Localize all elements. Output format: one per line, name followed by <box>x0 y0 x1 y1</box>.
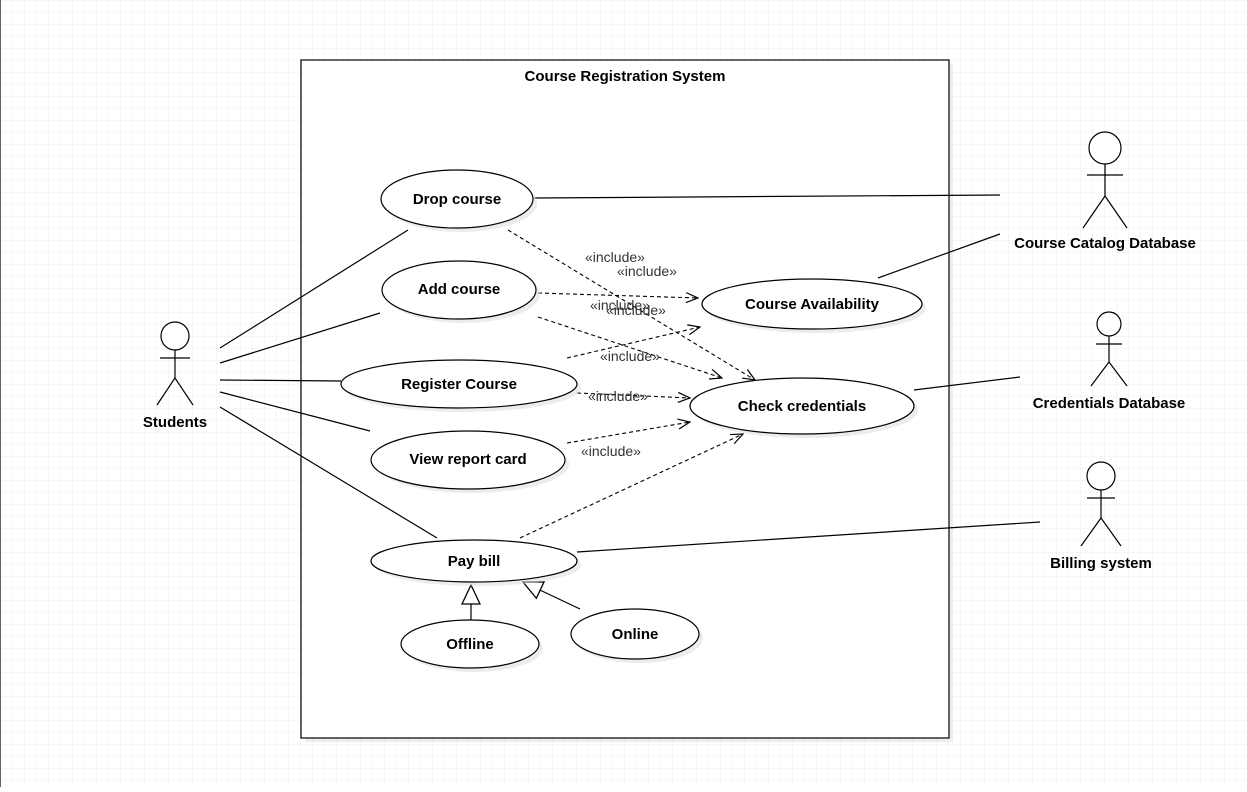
use-case-course-availability[interactable]: Course Availability <box>701 278 926 333</box>
external-associations <box>533 194 1041 553</box>
include-label: «include» <box>617 263 677 279</box>
assoc-credentials-credentials-db[interactable] <box>913 376 1021 391</box>
actor-leg <box>1080 517 1102 547</box>
include-label: «include» <box>588 388 648 404</box>
use-case-add-course[interactable]: Add course <box>381 260 540 323</box>
include-add-to-credentials[interactable] <box>537 316 722 378</box>
actor-head <box>1096 311 1122 337</box>
use-case-offline[interactable]: Offline <box>400 619 543 672</box>
use-case-label: Check credentials <box>738 398 866 415</box>
assoc-availability-catalog-db[interactable] <box>877 233 1001 279</box>
use-case-check-credentials[interactable]: Check credentials <box>689 377 918 438</box>
include-register-to-availability[interactable] <box>566 327 700 359</box>
include-label: «include» <box>581 443 641 459</box>
include-label: «include» <box>585 249 645 265</box>
actor-leg <box>156 377 176 406</box>
use-case-view-report-card[interactable]: View report card <box>370 430 569 493</box>
use-case-label: Pay bill <box>448 553 501 570</box>
include-labels: «include» «include» «include» «include» … <box>581 249 677 459</box>
actor-head <box>1086 461 1116 491</box>
include-dependencies <box>507 229 755 539</box>
include-drop-to-credentials[interactable] <box>507 229 755 380</box>
use-case-online[interactable]: Online <box>570 608 703 663</box>
system-title: Course Registration System <box>525 68 726 85</box>
assoc-students-view-report-card[interactable] <box>219 391 371 432</box>
actor-head <box>1088 131 1122 165</box>
assoc-pay-bill-billing-system[interactable] <box>576 521 1041 553</box>
include-label: «include» <box>590 297 650 313</box>
use-case-label: Offline <box>446 636 494 653</box>
use-case-label: Online <box>612 626 659 643</box>
student-associations <box>219 229 438 539</box>
actor-students[interactable] <box>156 321 194 406</box>
assoc-students-pay-bill[interactable] <box>219 406 438 539</box>
actor-credentials-database[interactable] <box>1090 311 1128 387</box>
actor-label-course-catalog-database: Course Catalog Database <box>1014 235 1196 252</box>
include-paybill-to-credentials[interactable] <box>519 434 743 539</box>
use-case-label: Add course <box>418 281 501 298</box>
actor-leg <box>1108 361 1128 387</box>
use-case-label: Register Course <box>401 376 517 393</box>
actor-leg <box>1082 195 1106 229</box>
actor-leg <box>1104 195 1128 229</box>
generalizations <box>471 582 581 620</box>
actor-label-students: Students <box>143 414 207 431</box>
use-case-label: Course Availability <box>745 296 880 313</box>
actor-head <box>160 321 190 351</box>
actor-leg <box>1090 361 1110 387</box>
include-label: «include» <box>606 302 666 318</box>
assoc-students-register-course[interactable] <box>219 379 342 382</box>
actor-course-catalog-database[interactable] <box>1082 131 1128 229</box>
use-case-pay-bill[interactable]: Pay bill <box>370 539 581 586</box>
actor-leg <box>174 377 194 406</box>
assoc-students-drop-course[interactable] <box>219 229 409 349</box>
use-case-register-course[interactable]: Register Course <box>340 359 581 412</box>
assoc-drop-course-catalog-db[interactable] <box>533 194 1001 199</box>
actor-label-credentials-database: Credentials Database <box>1033 395 1186 412</box>
actor-billing-system[interactable] <box>1080 461 1122 547</box>
use-case-drop-course[interactable]: Drop course <box>380 169 537 232</box>
include-label: «include» <box>600 348 660 364</box>
use-case-label: View report card <box>409 451 526 468</box>
actor-label-billing-system: Billing system <box>1050 555 1152 572</box>
include-register-to-credentials[interactable] <box>576 393 690 398</box>
assoc-students-add-course[interactable] <box>219 312 381 364</box>
use-case-label: Drop course <box>413 191 501 208</box>
generalization-online-pay-bill[interactable] <box>523 582 581 610</box>
actor-leg <box>1100 517 1122 547</box>
include-add-to-availability[interactable] <box>537 293 698 298</box>
